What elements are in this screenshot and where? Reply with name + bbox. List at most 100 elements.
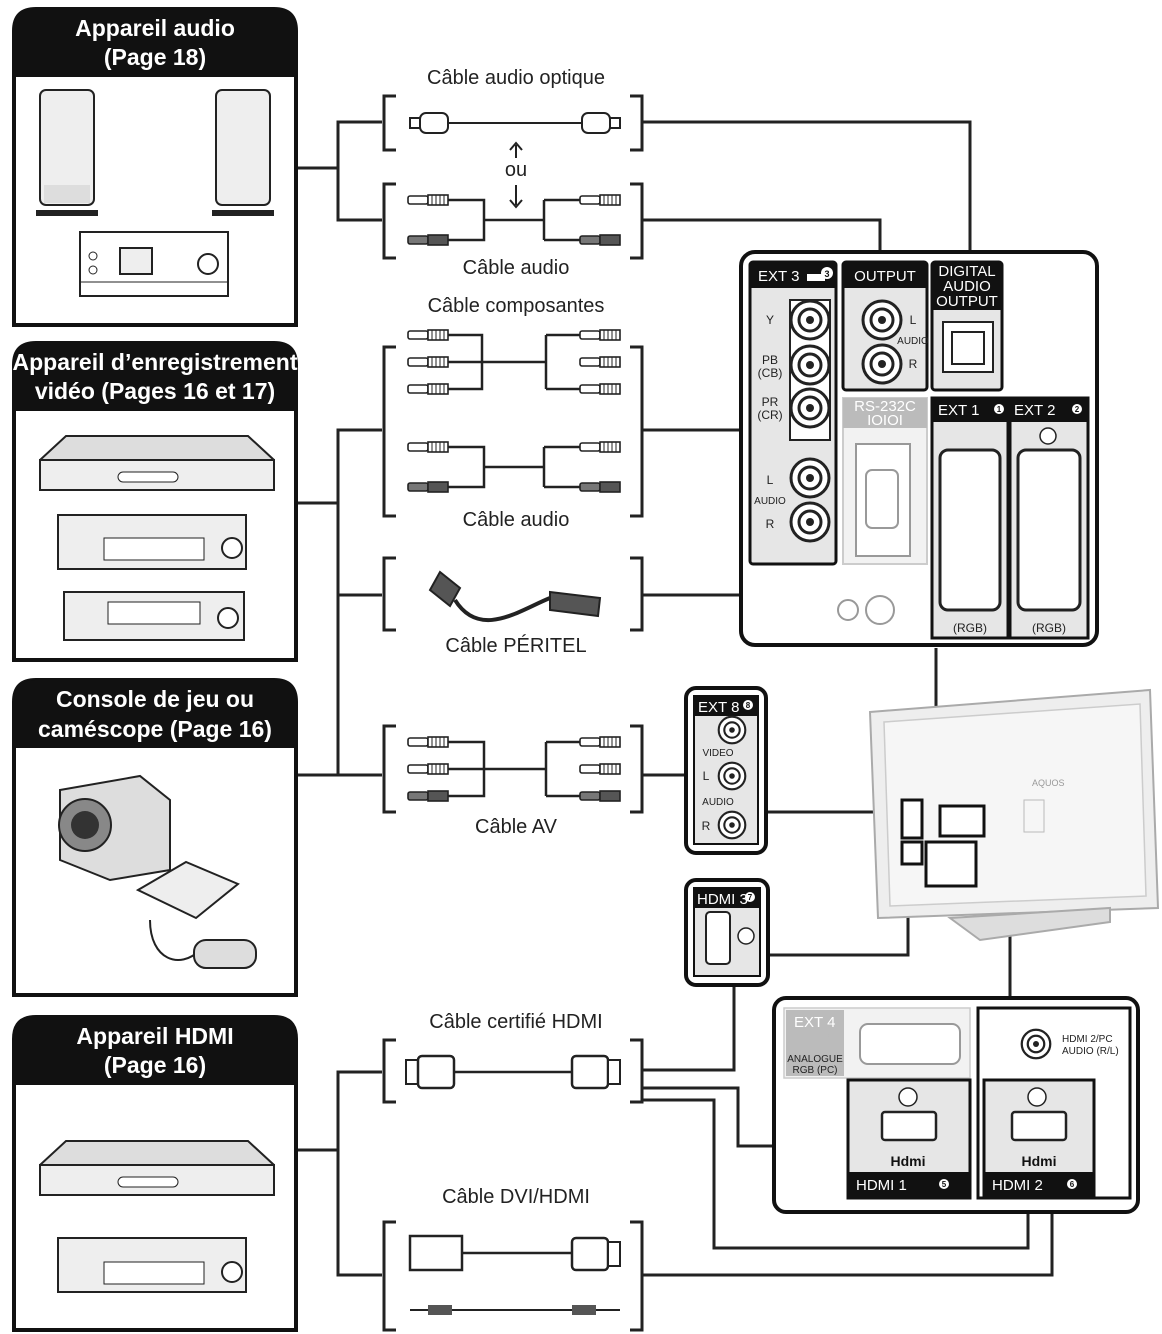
rear-panel-top: EXT 3 3 Y PB (CB) PR (CR) L AUDIO R OUTP…	[739, 250, 1099, 647]
ext1-label: EXT 1	[938, 402, 979, 419]
y-label: Y	[766, 313, 774, 327]
video-recorder-title: Appareil d’enregistrement	[12, 349, 297, 375]
or-arrows	[509, 141, 523, 209]
game-console-icon	[135, 860, 257, 969]
cr-label: (CR)	[757, 408, 782, 422]
screw-icon	[737, 927, 755, 945]
ext8-l-jack[interactable]	[717, 761, 747, 791]
scart-cable-label: Câble PÉRITEL	[445, 634, 586, 657]
pb-jack[interactable]	[789, 344, 831, 386]
rs232-port[interactable]	[865, 469, 899, 529]
av-cable-label: Câble AV	[475, 816, 558, 838]
ext8-panel: EXT 8 8 VIDEO L AUDIO R	[684, 686, 768, 855]
ext3-label: EXT 3	[758, 268, 799, 285]
hdmi3-label: HDMI 3	[697, 891, 748, 908]
digital-label-1: DIGITAL	[938, 263, 995, 280]
hdmi3-port[interactable]	[705, 911, 731, 965]
l-label: L	[767, 473, 774, 487]
y-jack[interactable]	[789, 299, 831, 341]
audio-cable-label-2: Câble audio	[463, 509, 570, 531]
camcorder-icon	[58, 774, 171, 882]
video-recorder-page: vidéo (Pages 16 et 17)	[35, 378, 275, 404]
audio-cable-2	[407, 441, 621, 493]
hdmi2-port[interactable]	[1010, 1110, 1068, 1142]
audio-device-page: (Page 18)	[104, 44, 206, 70]
dvi-hdmi-cable	[408, 1234, 621, 1315]
ext1-number: 1	[997, 405, 1002, 414]
ext1-rgb: (RGB)	[953, 621, 987, 635]
output-label: OUTPUT	[854, 268, 916, 285]
ext2-label: EXT 2	[1014, 402, 1055, 419]
output-l-jack[interactable]	[861, 299, 903, 341]
output-r-jack[interactable]	[861, 343, 903, 385]
tv-brand: AQUOS	[1032, 778, 1065, 788]
device-connector-lines	[298, 120, 382, 1277]
screw-icon	[1027, 1087, 1047, 1107]
digital-label-3: OUTPUT	[936, 293, 998, 310]
console-title: Console de jeu ou	[56, 686, 254, 712]
hdmi2-number: 6	[1070, 1180, 1075, 1189]
audio-cable-label: Câble audio	[463, 257, 570, 279]
pc-audio-jack[interactable]	[1020, 1028, 1052, 1060]
r-label: R	[766, 517, 775, 531]
ext8-video-jack[interactable]	[717, 715, 747, 745]
ext8-r-label: R	[702, 819, 711, 833]
hdmi1-label: HDMI 1	[856, 1177, 907, 1194]
audio-device-title: Appareil audio	[75, 15, 235, 41]
rear-panel-bottom: EXT 4 ANALOGUE RGB (PC) 4 HDMI 2/PC AUDI…	[772, 996, 1140, 1214]
vcr-icon	[57, 1237, 247, 1293]
vcr-icon	[57, 514, 247, 570]
hdmi-logo: Hdmi	[891, 1153, 926, 1169]
component-cable-label: Câble composantes	[428, 295, 605, 317]
output-r-label: R	[909, 357, 918, 371]
speaker-icon	[36, 89, 274, 216]
ext2-rgb: (RGB)	[1032, 621, 1066, 635]
hdmi2pc-label-2: AUDIO (R/L)	[1062, 1046, 1119, 1057]
ext8-video-label: VIDEO	[702, 748, 733, 759]
digital-label-2: AUDIO	[943, 278, 991, 295]
hdmi1-port[interactable]	[880, 1110, 938, 1142]
screw-icon	[898, 1087, 918, 1107]
optical-cable-label: Câble audio optique	[427, 67, 605, 89]
component-cable	[407, 329, 621, 395]
analogue-label: ANALOGUE	[787, 1054, 843, 1065]
rs232-label: RS-232C	[854, 398, 916, 415]
pr-label: PR	[762, 395, 779, 409]
hdmi-device-box: Appareil HDMI (Page 16)	[12, 1015, 298, 1332]
video-player-icon	[63, 591, 245, 641]
scart-cable	[428, 570, 602, 622]
or-label: ou	[505, 159, 527, 181]
ext3-number: 3	[824, 269, 829, 279]
hdmi1-number: 5	[942, 1180, 947, 1189]
hdmi2-label: HDMI 2	[992, 1177, 1043, 1194]
console-box: Console de jeu ou caméscope (Page 16)	[12, 678, 298, 997]
screw-icon	[837, 599, 859, 621]
optical-cable	[409, 112, 621, 134]
av-cable	[407, 736, 621, 802]
ext2-number: 2	[1075, 405, 1080, 414]
amplifier-icon	[79, 231, 229, 297]
hdmi-cable-label: Câble certifié HDMI	[429, 1011, 602, 1033]
ext8-number: 8	[746, 701, 751, 710]
audio-r-jack[interactable]	[789, 501, 831, 543]
rgbpc-label: RGB (PC)	[793, 1065, 838, 1076]
rs232-symbol: IOIOI	[867, 412, 903, 429]
hdmi-cable	[405, 1054, 621, 1090]
dvd-recorder-icon	[39, 1140, 275, 1196]
console-page: caméscope (Page 16)	[38, 716, 272, 742]
antenna-icon	[865, 595, 895, 625]
audio-l-jack[interactable]	[789, 457, 831, 499]
audio-device-box: Appareil audio (Page 18)	[12, 7, 298, 327]
hdmi-device-title: Appareil HDMI	[76, 1023, 233, 1049]
hdmi-logo: Hdmi	[1022, 1153, 1057, 1169]
ext1-scart-port[interactable]	[938, 448, 1002, 612]
dvi-hdmi-cable-label: Câble DVI/HDMI	[442, 1186, 590, 1208]
hdmi3-panel: HDMI 3 7	[684, 878, 770, 987]
cb-label: (CB)	[758, 366, 783, 380]
vga-port[interactable]	[859, 1023, 961, 1065]
ext8-audio-label: AUDIO	[702, 797, 734, 808]
ext2-scart-port[interactable]	[1016, 448, 1082, 612]
pr-jack[interactable]	[789, 387, 831, 429]
ext8-r-jack[interactable]	[717, 810, 747, 840]
